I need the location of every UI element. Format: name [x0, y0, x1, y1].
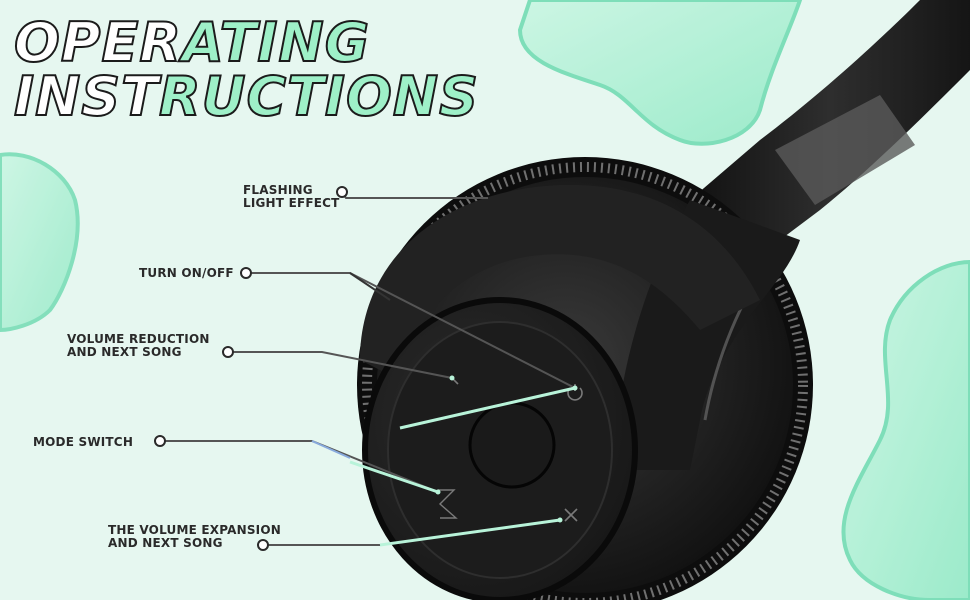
slime-blob-top	[517, 0, 803, 146]
ear-cushion	[360, 184, 760, 380]
title-line-2-green: RUCTIONS	[158, 65, 479, 128]
title-line-2: INSTRUCTIONS	[13, 69, 479, 125]
title-line-2-white: INST	[13, 65, 160, 128]
callout-mode-switch-line1: MODE SWITCH	[33, 435, 134, 449]
callout-volume-down-line2: AND NEXT SONG	[67, 345, 182, 359]
title-line-1: OPERATING	[13, 15, 370, 71]
slime-blob-right	[841, 259, 970, 600]
callout-flashing-light-line2: LIGHT EFFECT	[243, 196, 340, 210]
slime-blob-left	[0, 152, 80, 333]
callout-flashing-light: FLASHING LIGHT EFFECT	[243, 184, 340, 210]
callout-power: TURN ON/OFF	[139, 267, 234, 280]
callout-dots	[154, 186, 348, 551]
center-button	[468, 401, 556, 489]
callout-volume-down-line1: VOLUME REDUCTION	[67, 332, 210, 346]
callout-power-line1: TURN ON/OFF	[139, 266, 234, 280]
callout-lines	[160, 191, 576, 547]
plus-icon	[564, 508, 578, 522]
callout-volume-up: THE VOLUME EXPANSION AND NEXT SONG	[108, 524, 281, 550]
headband-stripe	[775, 95, 915, 205]
callout-volume-up-line1: THE VOLUME EXPANSION	[108, 523, 281, 537]
callout-mode-switch: MODE SWITCH	[33, 436, 133, 449]
title-line-1-white: OPER	[13, 11, 182, 74]
callout-flashing-light-line1: FLASHING	[243, 183, 313, 197]
mode-switch-icon	[438, 489, 458, 519]
callout-volume-up-line2: AND NEXT SONG	[108, 536, 223, 550]
callout-volume-down: VOLUME REDUCTION AND NEXT SONG	[67, 333, 210, 359]
title-line-1-green: ATING	[181, 11, 371, 74]
